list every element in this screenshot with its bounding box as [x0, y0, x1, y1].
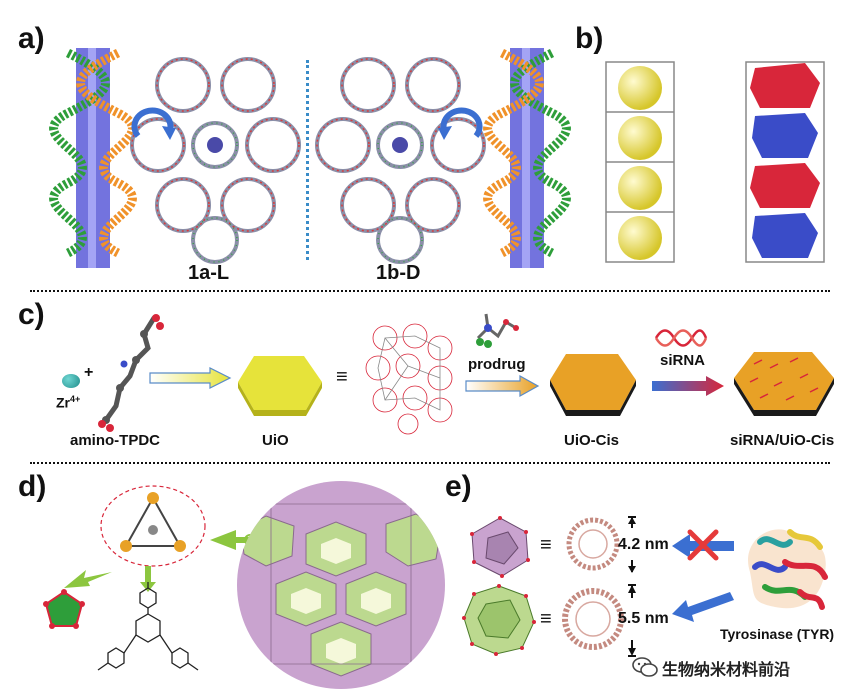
- panel-b-letter: b): [575, 22, 604, 55]
- zr-symbol: Zr: [56, 394, 70, 411]
- right-framework-label: 1b-D: [376, 262, 421, 284]
- panel-c-letter: c): [18, 298, 45, 331]
- polyhedral-framework-sphere: [237, 481, 445, 689]
- passing-arrow: [672, 592, 734, 622]
- green-arrow-left: [64, 570, 112, 588]
- panel-a-divider: [306, 60, 309, 260]
- sirna-uio-cis-label: siRNA/UiO-Cis: [730, 432, 835, 449]
- separator-top: [30, 290, 830, 292]
- left-rotation-arrow-icon: [131, 107, 176, 140]
- tricarboxylate-linker-structure: [97, 582, 199, 671]
- small-cage-ring: [566, 517, 620, 571]
- uio-particle: [238, 356, 322, 416]
- sirna-label: siRNA: [660, 352, 706, 369]
- amino-tpdc-label: amino-TPDC: [70, 432, 160, 449]
- uio-label: UiO: [262, 432, 289, 449]
- tyrosinase-protein-structure: [748, 529, 828, 610]
- prodrug-label: prodrug: [468, 356, 526, 373]
- large-cage-ring: [562, 588, 624, 650]
- cage-polyhedra-stack: [745, 61, 825, 263]
- uio-cis-particle: [550, 354, 636, 416]
- sirna-helix-icon: [654, 329, 708, 347]
- small-cage-polyhedron: [470, 516, 530, 578]
- amino-tpdc-molecule: [98, 314, 164, 432]
- panel-a-letter: a): [18, 22, 45, 55]
- tyrosinase-label: Tyrosinase (TYR): [720, 626, 835, 642]
- plus-sign: +: [84, 364, 94, 381]
- sirna-uio-cis-particle: [734, 352, 834, 416]
- large-cage-size: 5.5 nm: [618, 610, 669, 627]
- watermark-text: 生物纳米材料前沿: [662, 660, 791, 679]
- uio-framework-sketch: [365, 323, 453, 435]
- left-framework-label: 1a-L: [188, 262, 230, 284]
- size-bracket-bottom: [628, 584, 636, 657]
- cage-sphere-stack: [605, 61, 675, 263]
- zr-ion-sphere: [62, 374, 80, 388]
- size-bracket-top: [628, 516, 636, 573]
- left-helix-illustration: [49, 48, 137, 268]
- arrow-uio-cis-to-final: [652, 376, 724, 396]
- right-rotation-arrow-icon: [438, 107, 483, 140]
- right-helix-illustration: [483, 48, 571, 268]
- right-framework-structure: [315, 57, 486, 264]
- prodrug-molecule: [476, 313, 519, 348]
- separator-bottom: [30, 462, 830, 464]
- zr-charge: 4+: [70, 394, 81, 404]
- arrow-uio-to-uio-cis: [465, 374, 540, 398]
- equiv-symbol: ≡: [336, 366, 348, 388]
- panel-d-letter: d): [18, 470, 47, 503]
- uio-cis-label: UiO-Cis: [564, 432, 620, 449]
- equiv-bottom: ≡: [540, 608, 552, 630]
- small-cage-size: 4.2 nm: [618, 536, 669, 553]
- large-cage-polyhedron: [462, 584, 536, 656]
- triangular-cluster-icon: [100, 485, 206, 567]
- block-cross-icon: [687, 529, 719, 561]
- green-arrow-down: [140, 566, 156, 592]
- equiv-top: ≡: [540, 534, 552, 556]
- panel-e-letter: e): [445, 470, 472, 503]
- left-framework-structure: [130, 57, 301, 264]
- zr-label: Zr4+: [56, 394, 80, 411]
- zr-cluster-icon: [43, 589, 85, 629]
- wechat-icon: [632, 657, 658, 677]
- arrow-linker-to-uio: [149, 367, 232, 389]
